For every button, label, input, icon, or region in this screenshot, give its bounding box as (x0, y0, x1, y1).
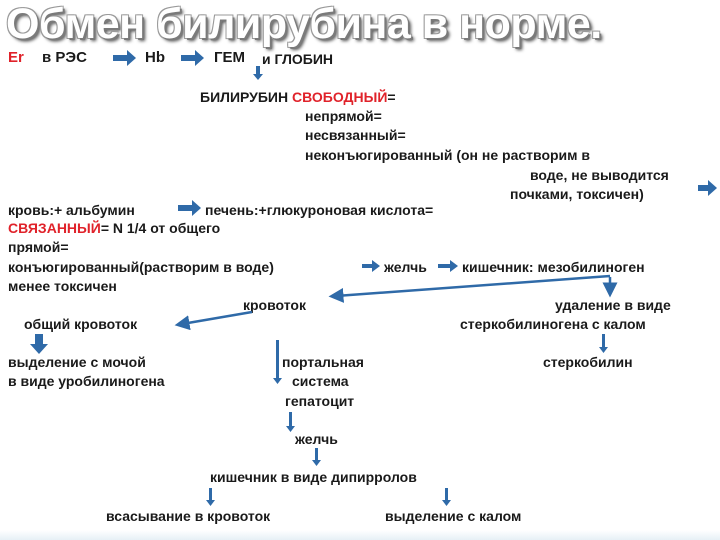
removal-label-1: удаление в виде (555, 297, 671, 313)
free-line-4: воде, не выводится (530, 167, 669, 183)
urine-label-2: в виде уробилиногена (8, 373, 165, 389)
arrow-down-urine (30, 334, 48, 354)
free-line-2: несвязанный= (305, 127, 406, 143)
arrow-bloodstream-to-general (174, 310, 253, 331)
er-label: Er (8, 49, 24, 66)
portal-label-1: портальная (282, 354, 364, 370)
bound-rest: = N 1/4 от общего (100, 220, 221, 236)
hepatocyte-label: гепатоцит (285, 393, 355, 409)
bound-label: СВЯЗАННЫЙ (8, 220, 101, 236)
liver-label: печень:+глюкуроновая кислота= (205, 202, 434, 218)
intestine-dipyrrole-label: кишечник в виде дипирролов (210, 469, 417, 485)
free-bilirubin-heading: БИЛИРУБИН СВОБОДНЫЙ= (200, 88, 396, 106)
arrow-hb-to-gem (181, 50, 204, 66)
bile-label-2: желчь (295, 431, 338, 447)
urine-label-1: выделение с мочой (8, 354, 146, 370)
less-toxic-label: менее токсичен (8, 278, 117, 294)
bilirubin-label: БИЛИРУБИН (200, 89, 289, 105)
in-res-label: в РЭС (42, 49, 87, 66)
arrow-down-absorption (206, 488, 215, 506)
arrow-down-bile2 (286, 412, 295, 432)
arrow-conj-to-bile (362, 260, 380, 272)
arrow-down-stercobilin (599, 334, 608, 353)
free-line-3: неконъюгированный (он не растворим в (305, 147, 591, 163)
bile-label: желчь (384, 259, 427, 275)
free-line-1: непрямой= (305, 108, 382, 124)
arrow-right-edge (698, 180, 717, 196)
direct-label: прямой= (8, 239, 69, 255)
blood-albumin-label: кровь:+ альбумин (8, 202, 135, 218)
stercobilin-label: стеркобилин (543, 354, 633, 370)
free-line-5: почками, токсичен) (510, 186, 644, 202)
bound-heading: СВЯЗАННЫЙ= N 1/4 от общего (8, 219, 220, 237)
arrow-down-excretion (442, 488, 451, 506)
bottom-band (0, 530, 720, 540)
arrow-blood-to-liver (178, 200, 201, 216)
bloodstream-label: кровоток (243, 297, 306, 313)
intestine-label: кишечник: мезобилиноген (462, 259, 645, 275)
arrow-down-intestine (312, 448, 321, 466)
conjugated-label: конъюгированный(растворим в воде) (8, 259, 274, 275)
arrow-down-portal (273, 340, 282, 384)
and-globin-label: и ГЛОБИН (262, 51, 334, 67)
hb-label: Hb (145, 49, 165, 66)
gem-label: ГЕМ (214, 49, 246, 66)
removal-label-2: стеркобилиногена с калом (460, 316, 646, 332)
general-bloodstream-label: общий кровоток (24, 316, 138, 332)
excretion-feces-label: выделение с калом (385, 508, 522, 524)
portal-label-2: система (292, 373, 349, 389)
arrow-gem-down (253, 66, 263, 80)
absorption-label: всасывание в кровоток (106, 508, 271, 524)
page-title: Обмен билирубина в норме. (6, 0, 602, 48)
arrow-bile-to-intestine (438, 260, 458, 272)
arrow-er-to-hb (113, 50, 136, 66)
free-eq: = (387, 89, 396, 105)
arrow-intestine-to-bloodstream (328, 274, 611, 303)
free-label: СВОБОДНЫЙ (292, 89, 388, 105)
